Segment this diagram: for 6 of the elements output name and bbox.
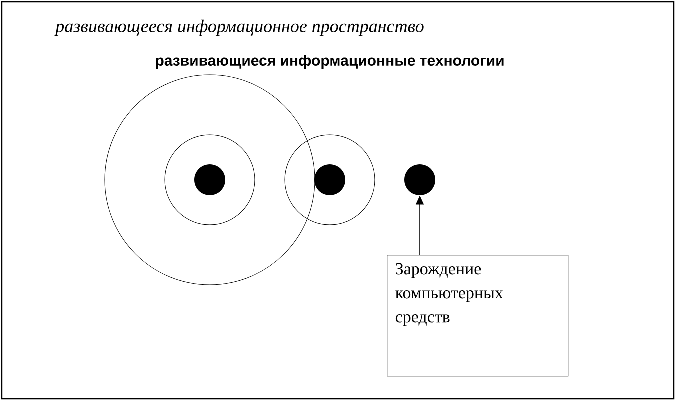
dot — [314, 164, 346, 196]
dot — [404, 164, 436, 196]
curved-text: развивающееся информационное пространство — [54, 18, 426, 38]
text-box: Зарождение компьютерных средств — [387, 255, 569, 377]
dot — [194, 164, 226, 196]
curved-text: развивающиеся информационные технологии — [153, 53, 507, 71]
